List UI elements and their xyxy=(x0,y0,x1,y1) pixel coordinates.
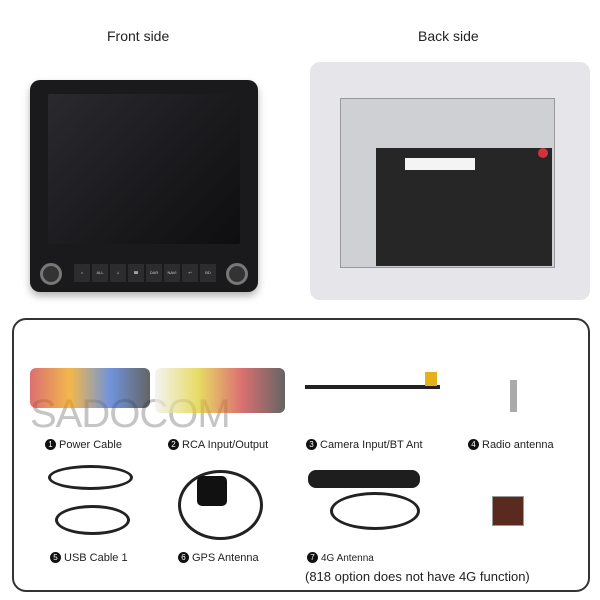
navi-button: NAVI xyxy=(164,264,180,282)
rca-cable-photo xyxy=(155,368,285,413)
label-6: GPS Antenna xyxy=(192,552,259,564)
badge-1: 1 xyxy=(45,439,56,450)
music-button: ♫ xyxy=(110,264,126,282)
button-row: ⌂ ALL ♫ ☎ DAR NAVI ↩ BD xyxy=(74,264,216,282)
dar-button: DAR xyxy=(146,264,162,282)
antenna-connector-red xyxy=(538,148,548,158)
badge-3: 3 xyxy=(306,439,317,450)
accessories-panel xyxy=(12,318,590,592)
4g-antenna-photo xyxy=(308,470,420,488)
volume-knob xyxy=(40,263,62,285)
label-5: USB Cable 1 xyxy=(64,552,128,564)
head-unit-back-photo xyxy=(310,62,590,300)
all-button: ALL xyxy=(92,264,108,282)
label-2: RCA Input/Output xyxy=(182,439,269,451)
phone-button: ☎ xyxy=(128,264,144,282)
tune-knob xyxy=(226,263,248,285)
label-4: Radio antenna xyxy=(482,439,554,451)
badge-2: 2 xyxy=(168,439,179,450)
badge-5: 5 xyxy=(50,552,61,563)
back-button: ↩ xyxy=(182,264,198,282)
4g-note: (818 option does not have 4G function) xyxy=(305,569,530,584)
usb-cable-photo-2 xyxy=(55,505,130,535)
badge-6: 6 xyxy=(178,552,189,563)
label-3: Camera Input/BT Ant xyxy=(320,439,423,451)
home-button: ⌂ xyxy=(74,264,90,282)
front-side-heading: Front side xyxy=(107,28,170,44)
connector-white-2 xyxy=(445,158,475,170)
label-1: Power Cable xyxy=(59,439,122,451)
display-screen xyxy=(48,94,240,244)
sim-card-photo xyxy=(492,496,524,526)
back-side-heading: Back side xyxy=(418,28,479,44)
head-unit-front-photo: ⌂ ALL ♫ ☎ DAR NAVI ↩ BD xyxy=(30,80,258,292)
label-7: 4G Antenna xyxy=(321,553,374,564)
camera-cable-photo xyxy=(305,385,440,389)
camera-rca-plug xyxy=(425,372,437,386)
usb-cable-photo xyxy=(48,465,133,490)
gps-cable-photo xyxy=(178,470,263,540)
badge-4: 4 xyxy=(468,439,479,450)
4g-cable-photo xyxy=(330,492,420,530)
badge-7: 7 xyxy=(307,552,318,563)
radio-antenna-photo xyxy=(510,380,517,412)
power-cable-photo xyxy=(30,368,150,408)
bd-button: BD xyxy=(200,264,216,282)
gps-antenna-photo xyxy=(197,476,227,506)
connector-white xyxy=(405,158,455,170)
